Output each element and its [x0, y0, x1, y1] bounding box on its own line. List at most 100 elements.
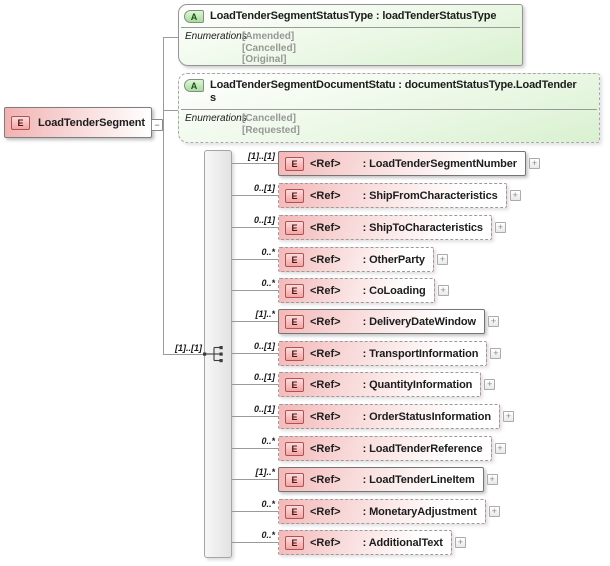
- element-kind-icon: E: [285, 283, 304, 298]
- ref-label: <Ref>: [310, 221, 341, 234]
- connector-line: [232, 542, 278, 543]
- expand-button[interactable]: +: [494, 222, 506, 233]
- element-kind-icon: E: [285, 220, 304, 235]
- element-ref-name: : LoadTenderLineItem: [362, 473, 475, 486]
- element-ref-name: : ShipToCharacteristics: [362, 221, 483, 234]
- cardinality-label: 0..[1]: [253, 404, 275, 414]
- connector-line-attribute-2: [163, 110, 178, 111]
- attribute-node-statustype[interactable]: A LoadTenderSegmentStatusType : loadTend…: [178, 4, 523, 66]
- element-ref-name: : MonetaryAdjustment: [362, 505, 477, 518]
- element-ref-row: 0..[1] E <Ref> : QuantityInformation +: [232, 372, 496, 397]
- expand-button[interactable]: +: [490, 348, 502, 359]
- element-ref-loadtenderlineitem[interactable]: E <Ref> : LoadTenderLineItem: [278, 467, 484, 492]
- element-ref-transportinformation[interactable]: E <Ref> : TransportInformation: [278, 341, 488, 366]
- connector-line: [232, 290, 278, 291]
- element-kind-icon: E: [11, 115, 30, 130]
- enumeration-value: [Original]: [242, 54, 287, 65]
- connector-line: [232, 227, 278, 228]
- row-connector: 0..*: [232, 278, 278, 303]
- expand-button[interactable]: +: [484, 379, 496, 390]
- expand-button[interactable]: +: [486, 474, 498, 485]
- ref-label: <Ref>: [310, 347, 341, 360]
- element-ref-loadtendersegmentnumber[interactable]: E <Ref> : LoadTenderSegmentNumber: [278, 151, 526, 176]
- expand-button[interactable]: +: [502, 411, 514, 422]
- ref-label: <Ref>: [310, 189, 341, 202]
- expand-button[interactable]: +: [437, 285, 449, 296]
- expand-button[interactable]: +: [528, 158, 540, 169]
- element-ref-quantityinformation[interactable]: E <Ref> : QuantityInformation: [278, 372, 482, 397]
- connector-line: [232, 448, 278, 449]
- element-ref-orderstatusinformation[interactable]: E <Ref> : OrderStatusInformation: [278, 404, 500, 429]
- element-ref-row: 0..* E <Ref> : AdditionalText +: [232, 530, 466, 555]
- attribute-title-row: A LoadTenderSegmentDocumentStatu : docum…: [179, 74, 599, 107]
- element-node-loadtendersegment[interactable]: E LoadTenderSegment: [4, 107, 152, 138]
- row-connector: 0..*: [232, 247, 278, 272]
- element-ref-monetaryadjustment[interactable]: E <Ref> : MonetaryAdjustment: [278, 499, 486, 524]
- cardinality-label: 0..[1]: [253, 372, 275, 382]
- element-kind-icon: E: [285, 409, 304, 424]
- attribute-title-line2: s: [210, 92, 216, 104]
- cardinality-label: 0..[1]: [253, 215, 275, 225]
- element-ref-row: 0..[1] E <Ref> : ShipToCharacteristics +: [232, 215, 506, 240]
- ref-label: <Ref>: [310, 442, 341, 455]
- ref-label: <Ref>: [310, 157, 341, 170]
- expand-button[interactable]: +: [488, 506, 500, 517]
- ref-label: <Ref>: [310, 410, 341, 423]
- element-ref-shipfromcharacteristics[interactable]: E <Ref> : ShipFromCharacteristics: [278, 183, 507, 208]
- element-ref-additionaltext[interactable]: E <Ref> : AdditionalText: [278, 530, 452, 555]
- connector-line: [232, 384, 278, 385]
- enumerations-label: Enumerations: [185, 113, 247, 124]
- row-connector: 0..*: [232, 530, 278, 555]
- element-ref-shiptocharacteristics[interactable]: E <Ref> : ShipToCharacteristics: [278, 215, 492, 240]
- sequence-compositor-icon[interactable]: [202, 345, 230, 363]
- cardinality-label: 0..[1]: [253, 341, 275, 351]
- element-ref-row: 0..* E <Ref> : CoLoading +: [232, 278, 449, 303]
- element-ref-row: 0..* E <Ref> : MonetaryAdjustment +: [232, 499, 500, 524]
- element-kind-icon: E: [285, 314, 304, 329]
- attribute-title-row: A LoadTenderSegmentStatusType : loadTend…: [179, 5, 522, 25]
- element-kind-icon: E: [285, 377, 304, 392]
- element-ref-name: : CoLoading: [362, 284, 426, 297]
- expand-button[interactable]: +: [509, 190, 521, 201]
- enumeration-values: [Cancelled] [Requested]: [242, 113, 300, 136]
- row-connector: [1]..*: [232, 309, 278, 334]
- element-ref-row: [1]..[1] E <Ref> : LoadTenderSegmentNumb…: [232, 151, 540, 176]
- expand-button[interactable]: +: [494, 443, 506, 454]
- element-ref-row: 0..[1] E <Ref> : OrderStatusInformation …: [232, 404, 514, 429]
- connector-line-sequence: [163, 354, 203, 355]
- expand-button[interactable]: +: [454, 537, 466, 548]
- row-connector: 0..[1]: [232, 215, 278, 240]
- row-connector: [1]..[1]: [232, 151, 278, 176]
- enumeration-values: [Amended] [Cancelled] [Original]: [242, 31, 296, 66]
- element-ref-row: 0..[1] E <Ref> : TransportInformation +: [232, 341, 502, 366]
- element-ref-coloading[interactable]: E <Ref> : CoLoading: [278, 278, 435, 303]
- expand-button[interactable]: +: [436, 254, 448, 265]
- element-ref-loadtenderreference[interactable]: E <Ref> : LoadTenderReference: [278, 436, 492, 461]
- cardinality-label: 0..*: [261, 247, 275, 257]
- enumeration-value: [Amended]: [242, 31, 295, 42]
- element-ref-name: : DeliveryDateWindow: [362, 315, 477, 328]
- element-ref-deliverydatewindow[interactable]: E <Ref> : DeliveryDateWindow: [278, 309, 486, 334]
- element-ref-row: 0..* E <Ref> : LoadTenderReference +: [232, 436, 506, 461]
- element-kind-icon: E: [285, 346, 304, 361]
- attribute-title: LoadTenderSegmentDocumentStatu : documen…: [210, 79, 577, 105]
- ref-label: <Ref>: [310, 473, 341, 486]
- attribute-kind-icon: A: [184, 10, 204, 23]
- element-ref-row: 0..* E <Ref> : OtherParty +: [232, 247, 448, 272]
- divider: [181, 109, 597, 110]
- cardinality-label: 0..*: [261, 499, 275, 509]
- cardinality-label: 0..*: [261, 530, 275, 540]
- ref-label: <Ref>: [310, 253, 341, 266]
- sequence-cardinality-label: [1]..[1]: [175, 343, 202, 353]
- row-connector: 0..[1]: [232, 372, 278, 397]
- expand-button[interactable]: +: [488, 316, 500, 327]
- attribute-title-line1: LoadTenderSegmentDocumentStatu : documen…: [210, 79, 577, 91]
- attribute-kind-icon: A: [184, 79, 204, 92]
- connector-line: [232, 479, 278, 480]
- element-ref-name: : TransportInformation: [362, 347, 479, 360]
- collapse-button[interactable]: −: [151, 119, 163, 131]
- row-connector: 0..[1]: [232, 341, 278, 366]
- attribute-node-documentstatus[interactable]: A LoadTenderSegmentDocumentStatu : docum…: [178, 73, 600, 143]
- element-ref-otherparty[interactable]: E <Ref> : OtherParty: [278, 247, 434, 272]
